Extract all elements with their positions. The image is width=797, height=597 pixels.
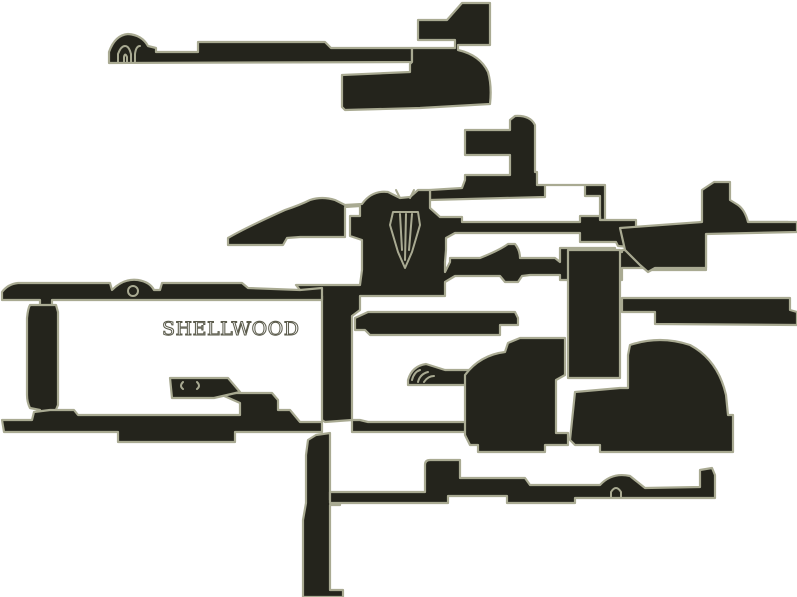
pin-ring-icon[interactable] [127, 285, 139, 297]
shell-fossil-icon[interactable] [411, 369, 435, 383]
room-top-right-block[interactable] [340, 1, 492, 112]
room-lower-shelf[interactable] [350, 418, 470, 434]
room-horned-ledge[interactable] [168, 376, 242, 400]
room-upper-tower[interactable] [428, 114, 607, 222]
room-east-bar[interactable] [620, 296, 797, 327]
room-east-dome[interactable] [568, 338, 735, 454]
horned-marker-icon[interactable] [180, 381, 200, 390]
room-mid-shelf[interactable] [353, 310, 520, 337]
room-west-pillar[interactable] [25, 303, 60, 418]
room-west-corridor-top[interactable] [0, 278, 324, 308]
room-west-dome[interactable] [463, 336, 570, 454]
room-center-hub[interactable] [226, 188, 790, 424]
small-arch-icon[interactable] [610, 487, 622, 499]
room-east-wing[interactable] [618, 180, 797, 274]
area-label-shellwood: SHELLWOOD [161, 318, 300, 341]
arched-gate-icon[interactable] [117, 45, 141, 64]
room-south-shaft[interactable] [301, 431, 345, 597]
room-top-corridor[interactable] [107, 32, 414, 65]
crystal-totem-icon[interactable] [389, 189, 421, 269]
room-west-corridor-bottom[interactable] [0, 391, 324, 444]
room-east-pillar[interactable] [566, 248, 622, 380]
room-south-corridor[interactable] [328, 458, 717, 505]
